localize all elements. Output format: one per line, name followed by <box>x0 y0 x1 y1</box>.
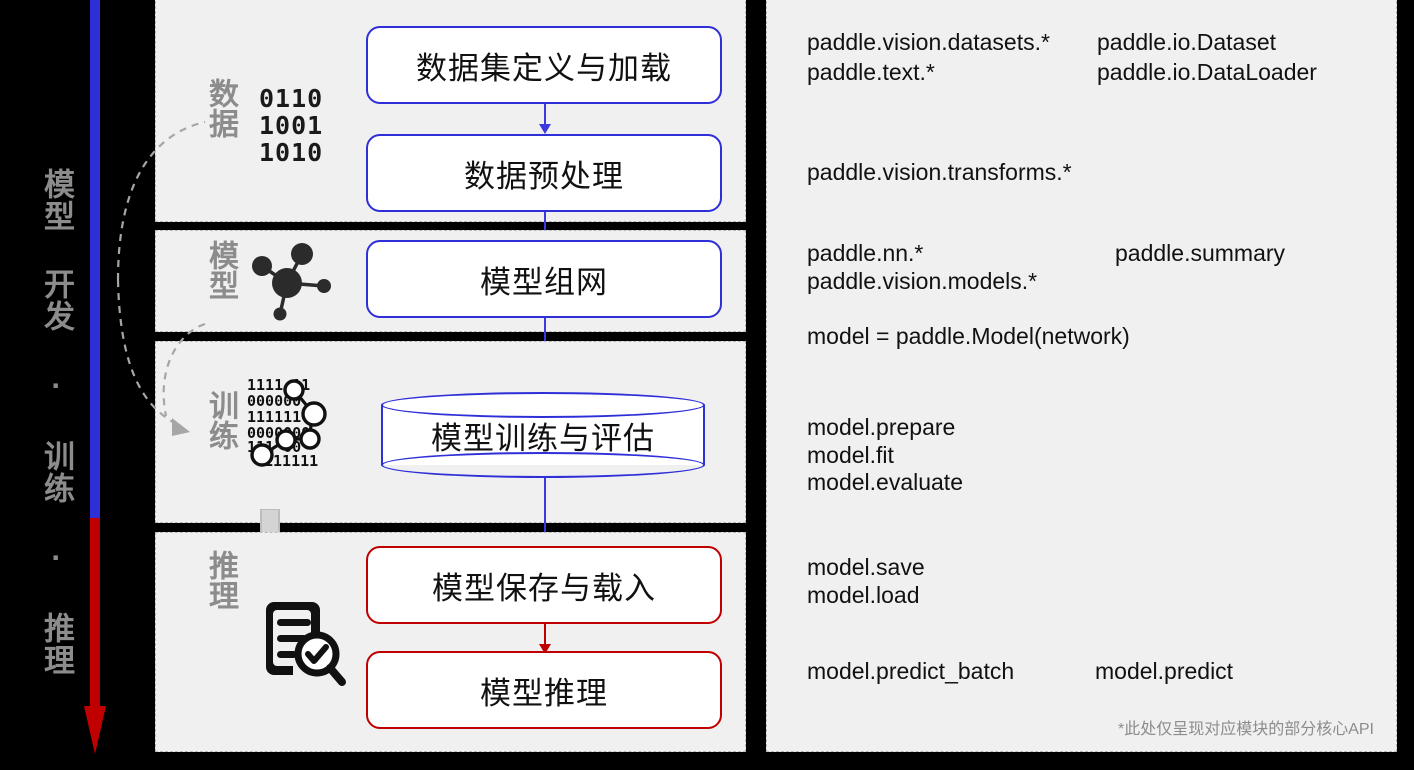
pipeline-axis <box>84 0 106 770</box>
api-line: model.load <box>807 582 920 608</box>
neural-network-icon <box>252 243 331 321</box>
stage-label-train: 训练 <box>204 390 237 450</box>
api-line: paddle.vision.models.* <box>807 268 1038 294</box>
api-line: model = paddle.Model(network) <box>807 323 1130 349</box>
document-search-icon <box>266 602 346 686</box>
api-line: model.predict <box>1095 658 1234 684</box>
flow-box-data-preprocess[interactable]: 数据预处理 <box>366 134 722 212</box>
binary-network-icon: 1111 11 000000 111111 0000000 111 00 111… <box>247 376 327 468</box>
flow-box-model-save-load[interactable]: 模型保存与载入 <box>366 546 722 624</box>
axis-segment-red <box>90 518 100 712</box>
api-line: paddle.vision.datasets.* <box>807 29 1050 55</box>
flow-box-model-predict[interactable]: 模型推理 <box>366 651 722 729</box>
api-line: model.fit <box>807 442 894 468</box>
flow-box-dataset-load[interactable]: 数据集定义与加载 <box>366 26 722 104</box>
api-footnote: *此处仅呈现对应模块的部分核心API <box>1117 721 1374 738</box>
cylinder-top <box>381 392 705 418</box>
stage-label-data: 数据 <box>204 78 237 138</box>
cylinder-bottom <box>381 452 705 478</box>
api-line: model.evaluate <box>807 469 963 495</box>
dashed-flow-curves <box>116 120 206 436</box>
api-line: model.prepare <box>807 414 956 440</box>
axis-segment-blue <box>90 0 100 518</box>
stage-label-model: 模型 <box>204 240 237 300</box>
svg-text:111111: 111111 <box>264 452 318 468</box>
api-line: paddle.text.* <box>807 59 935 85</box>
binary-data-icon: 0110 1001 1010 <box>259 84 324 167</box>
stage-label-infer: 推理 <box>204 550 237 610</box>
svg-text:111111: 111111 <box>247 408 301 426</box>
down-arrow-icon <box>84 706 106 754</box>
api-line: model.save <box>807 554 925 580</box>
api-panel: paddle.vision.datasets.* paddle.io.Datas… <box>766 0 1397 752</box>
flow-box-train-eval-label: 模型训练与评估 <box>431 420 655 456</box>
api-line: model.predict_batch <box>807 658 1015 684</box>
flow-box-train-eval[interactable]: 模型训练与评估 <box>381 392 705 478</box>
page-title: 模型 开发 · 训练 · 推理 <box>39 168 74 676</box>
api-line: paddle.io.Dataset <box>1097 29 1277 55</box>
api-line: paddle.nn.* <box>807 240 924 266</box>
api-line: paddle.vision.transforms.* <box>807 159 1072 185</box>
api-line: paddle.summary <box>1115 240 1286 266</box>
flow-box-model-network[interactable]: 模型组网 <box>366 240 722 318</box>
api-line: paddle.io.DataLoader <box>1097 59 1317 85</box>
